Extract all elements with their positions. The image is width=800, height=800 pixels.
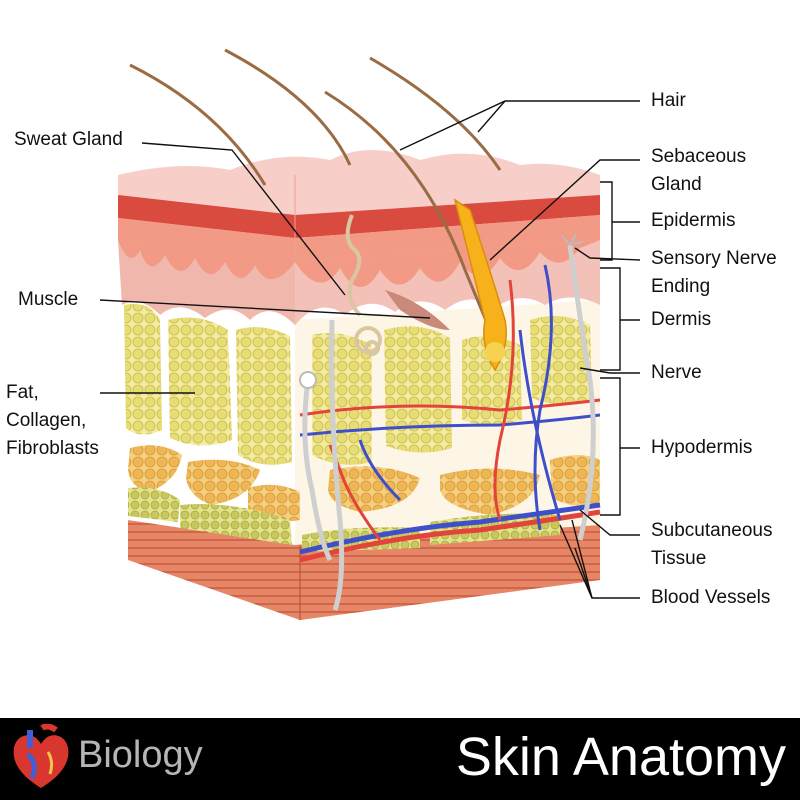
leader-lines — [99, 100, 641, 599]
heart-icon — [13, 724, 69, 788]
hair-strands — [129, 48, 502, 336]
blood-vessels — [299, 264, 601, 563]
label-fat-collagen-fibroblasts: Fat, Collagen, Fibroblasts — [6, 382, 99, 459]
label-epidermis: Epidermis — [651, 210, 736, 231]
label-muscle: Muscle — [18, 289, 79, 310]
label-hypodermis: Hypodermis — [651, 437, 753, 458]
epidermis-layer — [118, 150, 600, 288]
arrector-muscle — [385, 290, 450, 330]
footer-subject: Biology — [78, 734, 203, 776]
label-dermis: Dermis — [651, 309, 712, 330]
label-sweat-gland: Sweat Gland — [14, 129, 123, 150]
label-sebaceous-gland: Sebaceous Gland — [651, 146, 747, 195]
label-subcutaneous-tissue: Subcutaneous Tissue — [651, 520, 773, 569]
label-nerve: Nerve — [651, 362, 702, 383]
skin-cross-section — [99, 48, 641, 620]
footer-title: Skin Anatomy — [455, 727, 786, 787]
sweat-gland — [345, 214, 382, 356]
orange-fat-lobules — [128, 445, 600, 522]
label-sensory-nerve-ending: Sensory Nerve Ending — [651, 248, 777, 297]
fibroblast-icon — [299, 371, 317, 389]
label-blood-vessels: Blood Vessels — [651, 587, 771, 608]
sensory-nerve-ending-icon — [561, 233, 583, 246]
label-hair: Hair — [651, 90, 686, 111]
nerves — [302, 244, 596, 611]
footer-banner: Biology Skin Anatomy — [0, 718, 800, 800]
hair-follicle — [453, 198, 507, 372]
